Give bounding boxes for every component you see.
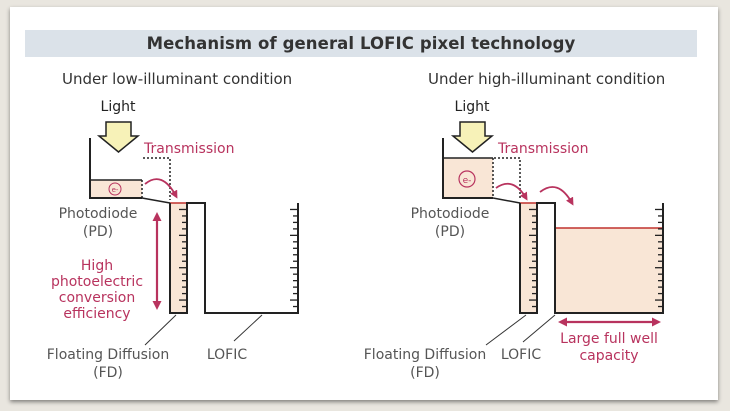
efficiency-line3: conversion [59,290,135,306]
lofic-leader-line [233,314,263,342]
fd-label-line2: (FD) [93,365,123,381]
lofic-label: LOFIC [207,347,248,363]
fd-label-line1: Floating Diffusion [47,347,170,363]
transmission-label: Transmission [143,141,234,157]
light-arrow-icon [96,121,141,153]
lofic-charge [555,228,663,313]
diagram-title: Mechanism of general LOFIC pixel technol… [25,30,697,57]
fd-leader-line [144,314,177,346]
pd-label-line2: (PD) [83,224,113,240]
transmission-arrow-icon [144,178,178,199]
electron-label: e- [112,186,119,194]
high-illuminant-panel: Light Transmission e- Photodiode (PD) La… [364,99,664,381]
electron-icon [458,170,476,188]
high-illuminant-heading: Under high-illuminant condition [428,70,666,88]
electron-label: e- [463,176,472,186]
photodiode-wall [89,138,142,199]
efficiency-line2: photoelectric [51,274,143,290]
fd-lofic-outline [519,202,664,314]
transmission-arrow-icon [495,182,528,201]
photodiode-charge [90,180,142,198]
fd-leader-line [485,314,527,346]
lofic-leader-line [522,314,556,343]
capacity-line2: capacity [579,348,638,364]
floating-diffusion-well [170,203,187,313]
fd-label-line2: (FD) [410,365,440,381]
floating-diffusion-well [520,203,537,313]
pd-label-line1: Photodiode [59,206,138,222]
light-label: Light [101,99,136,115]
transfer-gate-outline [494,157,521,200]
transmission-label: Transmission [497,141,588,157]
fd-lofic-outline [169,202,299,314]
overflow-arrow-icon [539,186,574,206]
pd-label-line2: (PD) [435,224,465,240]
efficiency-line4: efficiency [63,306,130,322]
photodiode-charge [443,158,493,198]
capacity-line1: Large full well [560,331,658,347]
fd-label-line1: Floating Diffusion [364,347,487,363]
low-illuminant-panel: Light Transmission e- Photodiode (PD) Hi… [47,99,299,381]
transfer-gate-outline [143,157,171,200]
electron-icon [108,182,122,196]
low-illuminant-heading: Under low-illuminant condition [62,70,293,88]
pd-label-line1: Photodiode [411,206,490,222]
light-label: Light [455,99,490,115]
light-arrow-icon [450,121,495,153]
lofic-scale-ticks [290,208,298,308]
diagram-card [10,7,718,400]
lofic-label: LOFIC [501,347,542,363]
lofic-scale-ticks [655,208,663,308]
efficiency-line1: High [81,258,113,274]
